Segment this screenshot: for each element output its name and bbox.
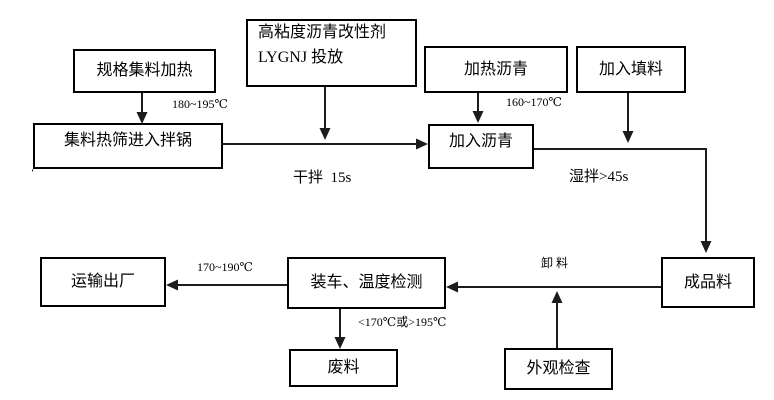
arrow-hot-screen-to-add-asphalt [223, 138, 428, 150]
label-dry-mix-time: 干拌 15s [293, 170, 352, 186]
node-waste-material: 废料 [289, 349, 398, 387]
node-add-filler: 加入填料 [576, 46, 686, 93]
node-loading-temperature-check: 装车、温度检测 [287, 257, 446, 309]
arrow-heat-asphalt-to-add-asphalt [472, 93, 484, 123]
node-modifier-dosing: 高粘度沥青改性剂 LYGNJ 投放 [246, 19, 417, 87]
node-add-asphalt: 加入沥青 [428, 124, 534, 169]
arrow-add-asphalt-to-finished [534, 148, 712, 253]
node-modifier-dosing-line2: LYGNJ 投放 [258, 48, 344, 66]
label-temp-aggregate: 180~195℃ [172, 97, 228, 111]
label-wet-mix-time: 湿拌>45s [569, 169, 629, 185]
stray-quote-mark: ‘ [31, 168, 35, 179]
node-spec-aggregate-heating: 规格集料加热 [73, 49, 216, 93]
arrow-modifier-to-dry-mix-line [319, 87, 331, 140]
arrow-add-filler-to-wet-mix-line [622, 93, 634, 143]
arrow-loading-check-to-waste [334, 309, 346, 349]
label-unload: 卸料 [541, 256, 572, 270]
arrow-spec-heating-to-hot-screen [136, 93, 148, 124]
label-temp-asphalt: 160~170℃ [506, 95, 562, 109]
node-modifier-dosing-line1: 高粘度沥青改性剂 [258, 24, 387, 41]
label-temp-reject: <170℃或>195℃ [358, 315, 447, 329]
label-temp-transport: 170~190℃ [197, 260, 253, 274]
arrow-loading-check-to-transport [166, 279, 287, 291]
node-finished-material: 成品料 [661, 257, 755, 308]
arrow-visual-check-to-unload-line [551, 291, 563, 348]
node-visual-inspection: 外观检查 [504, 348, 613, 390]
node-transport-out: 运输出厂 [40, 257, 166, 307]
node-hot-screen-to-mixer: 集料热筛进入拌锅 [33, 123, 223, 169]
node-heat-asphalt: 加热沥青 [424, 46, 568, 93]
arrow-finished-to-loading-check [446, 281, 661, 293]
